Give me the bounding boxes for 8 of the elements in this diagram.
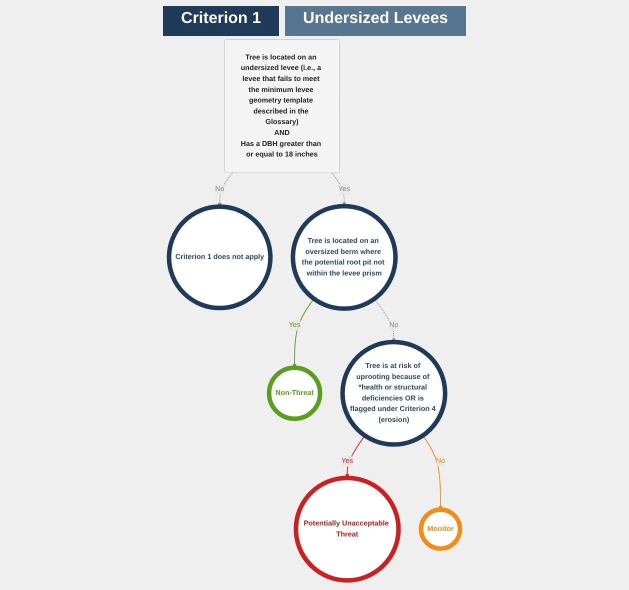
arrow xyxy=(345,435,366,478)
title-banner: Criterion 1 xyxy=(163,6,280,36)
arrow xyxy=(374,298,396,342)
arrow xyxy=(332,172,346,206)
arrow xyxy=(292,298,314,368)
arrow xyxy=(422,435,442,510)
subtitle-banner: Undersized Levees xyxy=(285,6,466,36)
arrow xyxy=(218,172,233,207)
